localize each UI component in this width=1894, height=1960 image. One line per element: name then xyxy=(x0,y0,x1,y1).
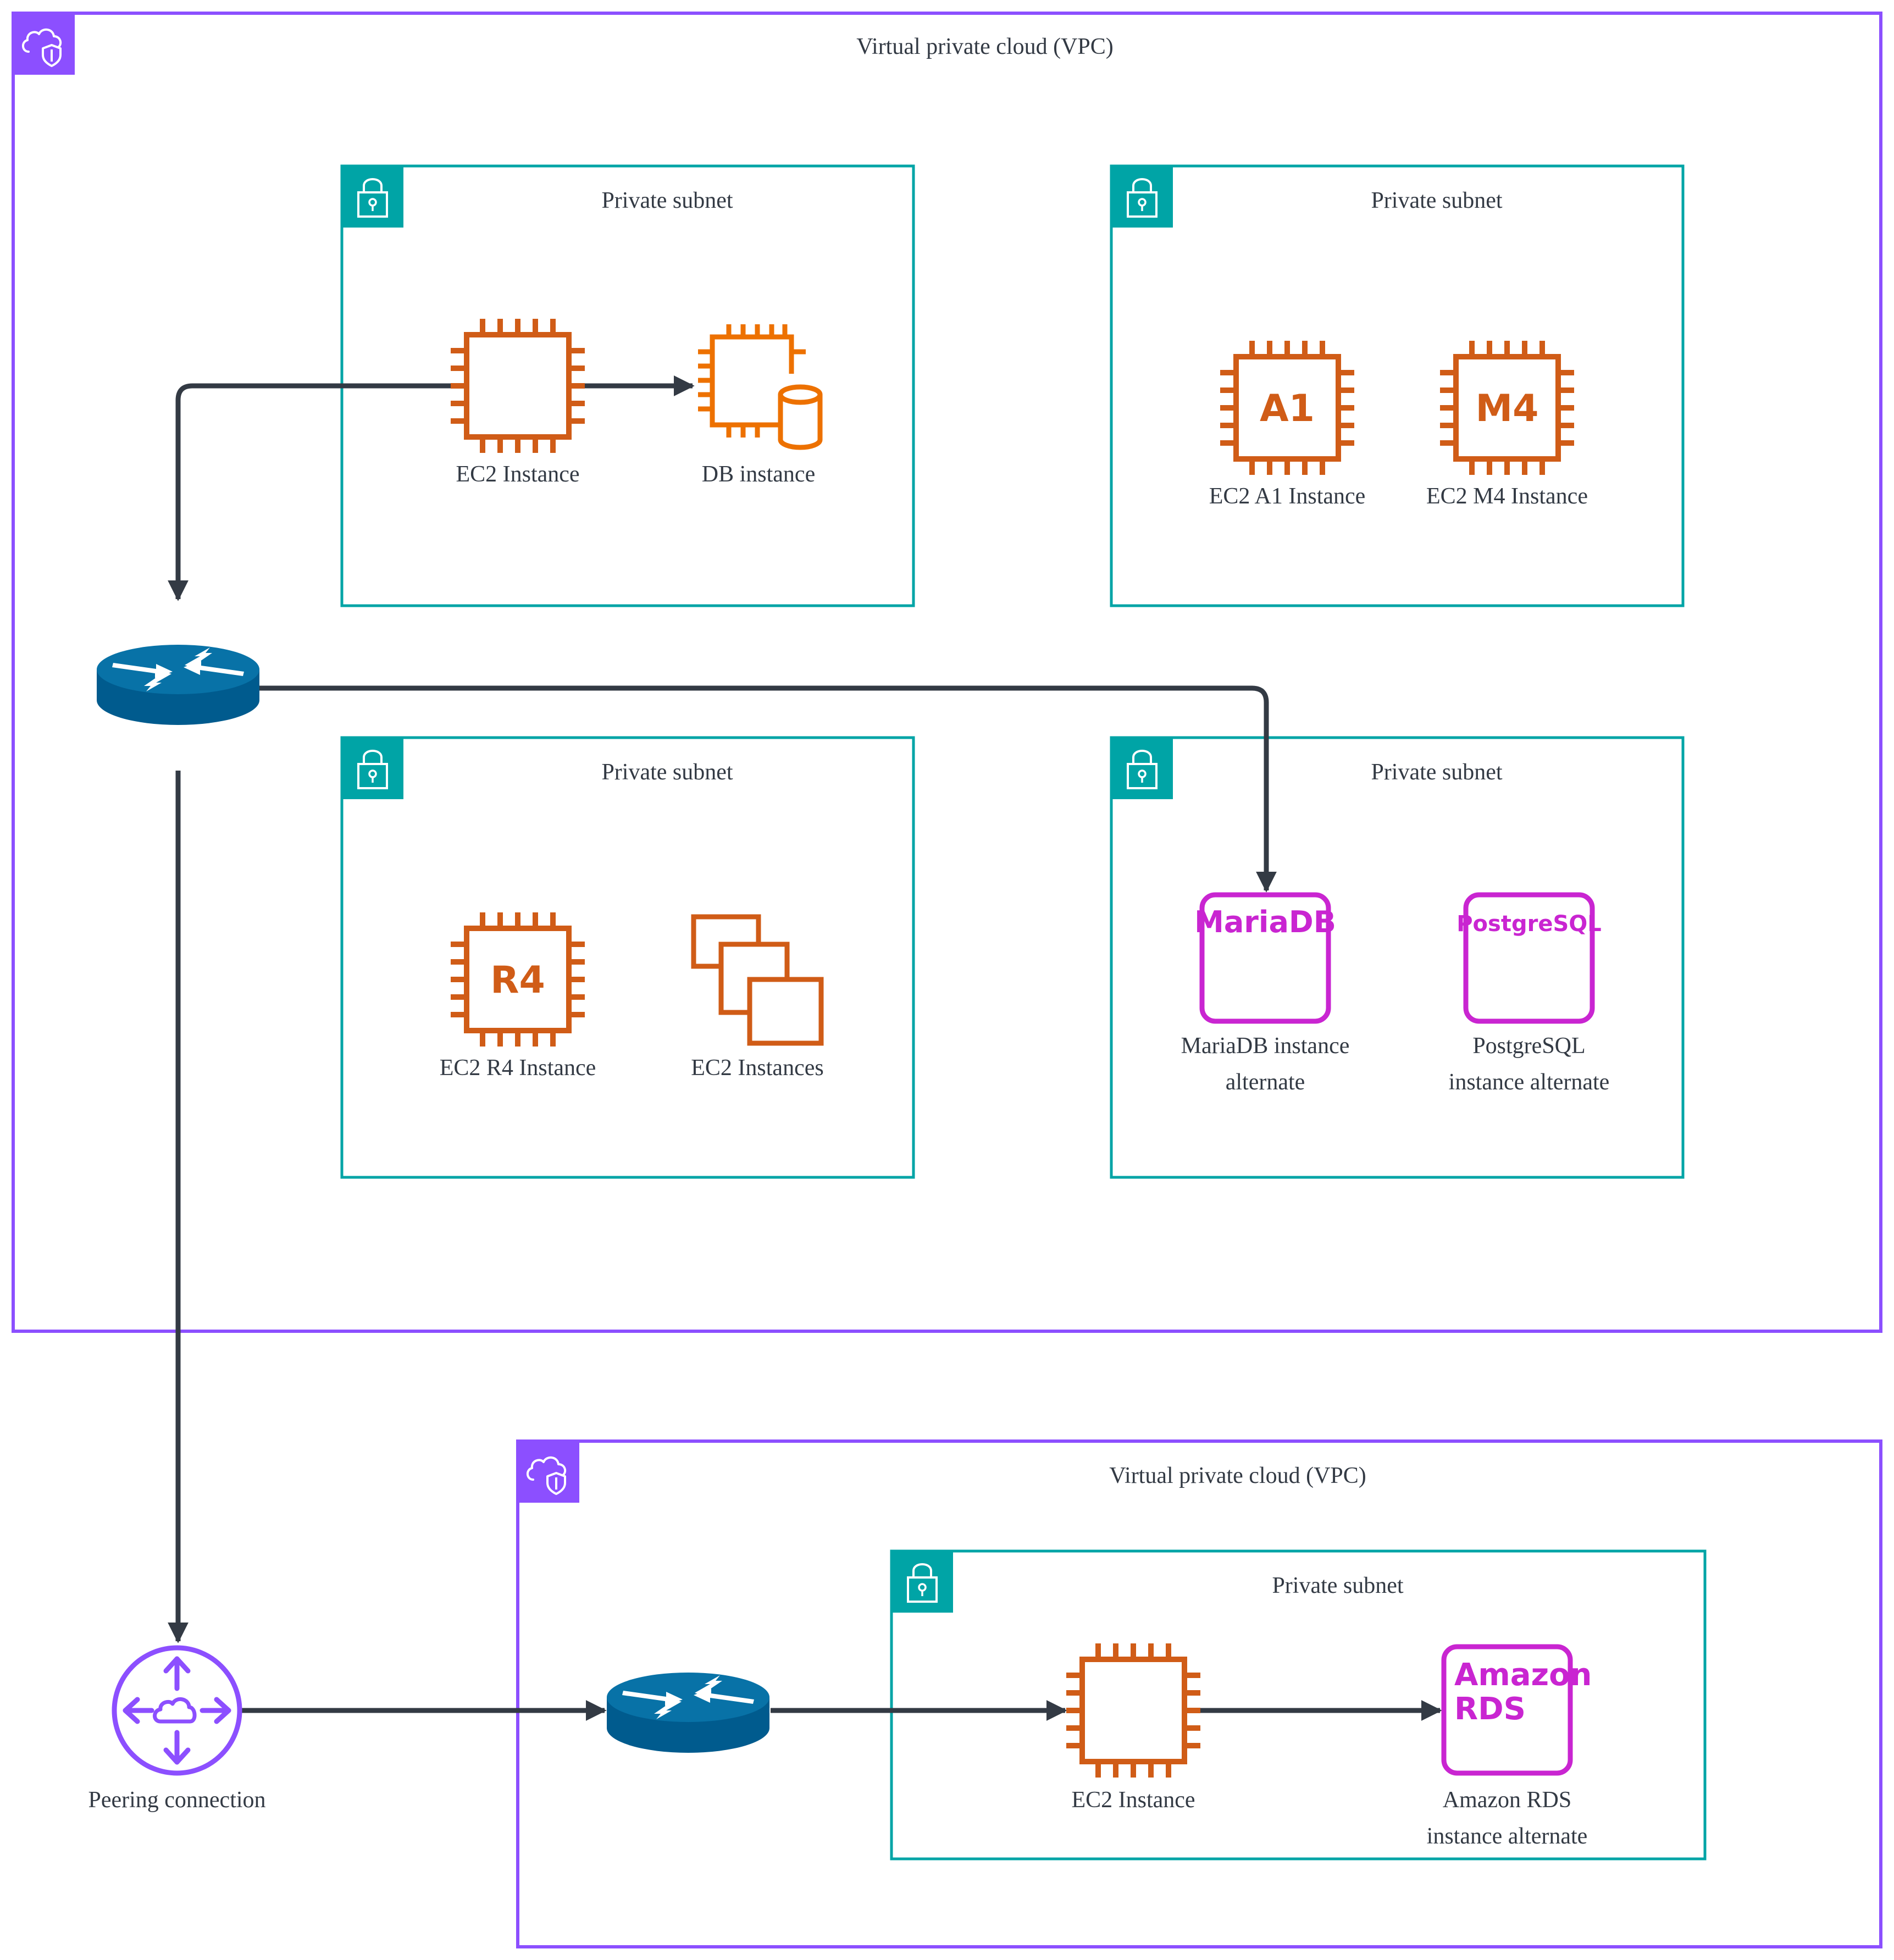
router-icon[interactable] xyxy=(97,645,259,725)
padlock-icon xyxy=(890,1550,954,1614)
vpc-label: Virtual private cloud (VPC) xyxy=(1109,1463,1366,1488)
amazon-rds-icon: Amazon RDS xyxy=(1441,1644,1592,1776)
subnet-label: Private subnet xyxy=(601,188,733,213)
ec2-instances-label: EC2 Instances xyxy=(691,1055,823,1081)
db-instance-icon xyxy=(698,324,823,450)
amazon-rds-label-line1: Amazon RDS xyxy=(1443,1787,1572,1813)
ec2-instance-bottom-node[interactable]: EC2 Instance xyxy=(1066,1643,1200,1813)
subnet-label: Private subnet xyxy=(1272,1573,1403,1598)
peering-connection-icon xyxy=(112,1645,242,1776)
mariadb-label-line1: MariaDB instance xyxy=(1181,1033,1350,1059)
ec2-chip-icon: R4 xyxy=(451,912,585,1047)
db-instance-label: DB instance xyxy=(702,462,815,487)
mariadb-label-line2: alternate xyxy=(1226,1070,1305,1095)
ec2-r4-glyph: R4 xyxy=(490,959,545,1002)
rds-glyph-line1: Amazon xyxy=(1454,1657,1592,1693)
padlock-icon xyxy=(1110,165,1174,229)
subnet-label: Private subnet xyxy=(1371,760,1502,785)
ec2-instances-icon xyxy=(691,914,824,1046)
mariadb-icon: MariaDB xyxy=(1194,892,1336,1024)
subnet-label: Private subnet xyxy=(1371,188,1502,213)
vpc-label: Virtual private cloud (VPC) xyxy=(856,34,1114,59)
ec2-instance-node[interactable]: EC2 Instance xyxy=(451,319,585,487)
ec2-r4-instance-node[interactable]: R4 EC2 R4 Instance xyxy=(440,912,596,1081)
padlock-icon xyxy=(1110,737,1174,800)
ec2-chip-icon xyxy=(1066,1643,1200,1778)
vpc-cloud-icon xyxy=(12,12,76,76)
postgresql-instance-node[interactable]: PostgreSQL PostgreSQL instance alternate xyxy=(1449,892,1610,1095)
ec2-a1-instance-node[interactable]: A1 EC2 A1 Instance xyxy=(1209,341,1366,509)
ec2-a1-instance-label: EC2 A1 Instance xyxy=(1209,484,1366,509)
ec2-r4-instance-label: EC2 R4 Instance xyxy=(440,1055,596,1081)
padlock-icon xyxy=(341,737,405,800)
mariadb-instance-node[interactable]: MariaDB MariaDB instance alternate xyxy=(1181,892,1350,1095)
mariadb-glyph: MariaDB xyxy=(1194,905,1336,939)
private-subnet-top-right: Private subnet xyxy=(1110,164,1685,607)
ec2-chip-icon xyxy=(451,319,585,453)
vpc-container-top: Virtual private cloud (VPC) xyxy=(12,12,1882,1333)
ec2-a1-glyph: A1 xyxy=(1260,387,1315,430)
rds-glyph-line2: RDS xyxy=(1454,1691,1526,1727)
vpc-cloud-icon xyxy=(517,1440,580,1504)
ec2-chip-icon: A1 xyxy=(1220,341,1354,475)
ec2-instance-label: EC2 Instance xyxy=(1071,1787,1195,1813)
connectors xyxy=(168,375,1442,1721)
peering-connection-label: Peering connection xyxy=(88,1787,265,1813)
vpc-container-bottom: Virtual private cloud (VPC) xyxy=(516,1439,1882,1948)
router-icon[interactable] xyxy=(607,1673,769,1753)
postgresql-label-line1: PostgreSQL xyxy=(1472,1033,1585,1059)
amazon-rds-node[interactable]: Amazon RDS Amazon RDS instance alternate xyxy=(1427,1644,1592,1849)
ec2-m4-instance-node[interactable]: M4 EC2 M4 Instance xyxy=(1426,341,1588,509)
postgresql-icon: PostgreSQL xyxy=(1457,892,1602,1024)
padlock-icon xyxy=(341,165,405,229)
ec2-m4-instance-label: EC2 M4 Instance xyxy=(1426,484,1588,509)
private-subnet-bottom: Private subnet xyxy=(890,1549,1707,1861)
ec2-instances-node[interactable]: EC2 Instances xyxy=(691,914,824,1081)
ec2-m4-glyph: M4 xyxy=(1476,387,1539,430)
ec2-chip-icon: M4 xyxy=(1440,341,1574,475)
private-subnet-middle-right: Private subnet xyxy=(1110,736,1685,1179)
db-instance-node[interactable]: DB instance xyxy=(698,324,823,487)
ec2-instance-label: EC2 Instance xyxy=(456,462,579,487)
amazon-rds-label-line2: instance alternate xyxy=(1427,1824,1588,1849)
subnet-label: Private subnet xyxy=(601,760,733,785)
postgresql-label-line2: instance alternate xyxy=(1449,1070,1610,1095)
connector-router-to-mariadb xyxy=(259,685,1277,893)
postgresql-glyph: PostgreSQL xyxy=(1457,911,1602,937)
peering-connection-node[interactable]: Peering connection xyxy=(88,1645,266,1813)
connector-ec2-to-router xyxy=(168,383,451,601)
private-subnet-middle-left: Private subnet xyxy=(340,736,915,1179)
